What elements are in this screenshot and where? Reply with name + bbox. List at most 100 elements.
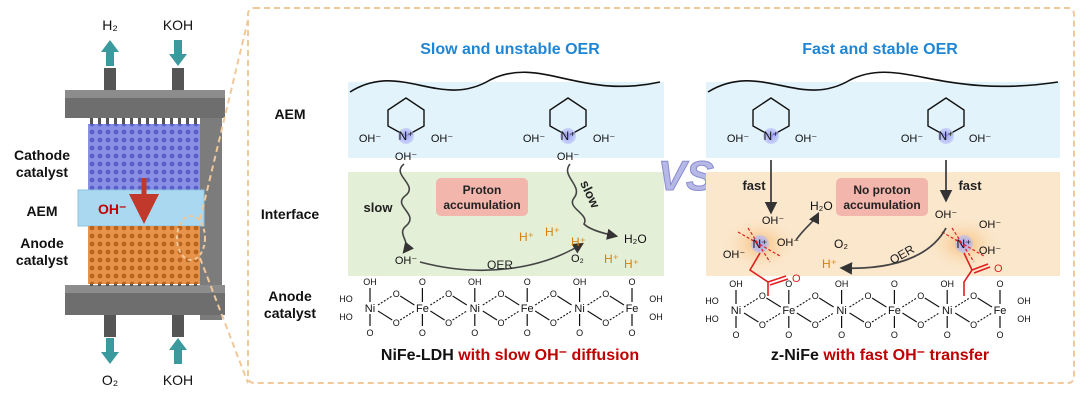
membrane-ion-label: OH⁻ [98, 201, 126, 217]
svg-text:OH⁻: OH⁻ [762, 215, 785, 227]
svg-text:O: O [497, 289, 504, 299]
left-panel-title: Slow and unstable OER [420, 41, 600, 58]
channel-tooth [178, 118, 181, 126]
cathode-label-line2: catalyst [16, 164, 68, 180]
svg-text:OH⁻: OH⁻ [979, 245, 1002, 257]
svg-text:O: O [524, 277, 531, 287]
right-o2: O₂ [834, 237, 848, 251]
iron-atom: Fe [782, 305, 795, 317]
channel-tooth [130, 118, 133, 126]
left-hplus-3: H⁺ [545, 225, 560, 239]
svg-text:O: O [497, 318, 504, 328]
left-ammonium-unit-1: N⁺ OH⁻ OH⁻ OH⁻ [359, 97, 454, 163]
svg-text:OH: OH [835, 279, 849, 289]
svg-text:O: O [602, 318, 609, 328]
svg-text:Proton: Proton [463, 183, 502, 197]
svg-text:O: O [812, 320, 819, 330]
bottom-left-label: O₂ [102, 372, 118, 388]
svg-text:HO: HO [705, 296, 719, 306]
right-h2o: H₂O [810, 199, 833, 213]
device-aem-label: AEM [26, 203, 57, 219]
svg-text:No proton: No proton [853, 183, 910, 197]
nickel-atom: Ni [836, 305, 846, 317]
svg-text:O: O [524, 328, 531, 338]
right-hplus: H⁺ [822, 257, 837, 271]
nickel-atom: Ni [942, 305, 952, 317]
left-oer-arrow [419, 242, 584, 272]
left-aem-band [348, 82, 664, 158]
svg-text:O: O [445, 289, 452, 299]
right-water-arrow [795, 211, 820, 241]
iron-atom: Fe [521, 303, 534, 315]
iron-atom: Fe [888, 305, 901, 317]
anode-label-line2: catalyst [16, 252, 68, 268]
svg-text:O: O [419, 277, 426, 287]
svg-text:HO: HO [339, 294, 353, 304]
svg-text:O: O [445, 318, 452, 328]
svg-text:O: O [994, 263, 1003, 275]
svg-text:OH⁻: OH⁻ [395, 151, 418, 163]
svg-text:OH⁻: OH⁻ [523, 133, 546, 145]
right-proton-box [836, 178, 928, 216]
left-ammonium-unit-2: N⁺ OH⁻ OH⁻ OH⁻ [523, 97, 615, 163]
svg-text:HO: HO [705, 314, 719, 324]
svg-text:O: O [471, 328, 478, 338]
svg-text:O: O [550, 289, 557, 299]
right-aem-band [706, 82, 1060, 158]
pipe-bottom-right [172, 315, 184, 337]
svg-text:O: O [996, 279, 1003, 289]
nickel-atom: Ni [574, 303, 584, 315]
arrow-down-icon [101, 338, 119, 364]
pipe-bottom-left [104, 315, 116, 337]
bottom-right-label: KOH [163, 372, 193, 388]
arrow-up-icon [169, 338, 187, 364]
svg-text:O: O [996, 330, 1003, 340]
nickel-atom: Ni [365, 303, 375, 315]
svg-text:OH⁻: OH⁻ [557, 151, 580, 163]
arrow-up-icon [101, 40, 119, 66]
svg-text:O: O [917, 320, 924, 330]
svg-text:accumulation: accumulation [443, 198, 520, 212]
left-slow-label-1: slow [364, 200, 394, 215]
left-slow-path-1 [399, 163, 414, 254]
svg-text:OH: OH [573, 277, 587, 287]
left-ldh-chain: NiOHOOOFeOOOONiOHOOOFeOOOONiOHOOOFeOOHOH… [339, 277, 663, 338]
row-label-interface: Interface [261, 206, 320, 222]
left-oh-species: OH⁻ [395, 255, 418, 267]
svg-text:OH: OH [649, 294, 663, 304]
svg-text:O: O [944, 330, 951, 340]
svg-text:OH: OH [1017, 314, 1031, 324]
left-o2: O₂ [571, 253, 584, 265]
svg-text:OH⁻: OH⁻ [777, 237, 800, 249]
right-polymer-backbone [707, 71, 1059, 93]
membrane [77, 189, 205, 227]
left-hplus-5: H⁺ [624, 257, 639, 271]
flow-channels-top [90, 118, 197, 126]
zoom-panel-border [247, 7, 1075, 384]
iron-atom: Fe [994, 305, 1007, 317]
zoom-line-top [199, 19, 249, 221]
svg-text:O: O [917, 291, 924, 301]
svg-text:O: O [419, 328, 426, 338]
svg-text:OH⁻: OH⁻ [723, 249, 746, 261]
svg-text:O: O [785, 279, 792, 289]
svg-text:O: O [785, 330, 792, 340]
nickel-atom: Ni [470, 303, 480, 315]
right-ldh-chain: NiOHOOOFeOOOONiOHOOOFeOOOONiOHOOOFeOOHOH… [705, 279, 1031, 340]
iron-atom: Fe [416, 303, 429, 315]
right-ammonium-unit-1: N⁺ OH⁻ OH⁻ [727, 97, 817, 145]
zoom-circle [176, 215, 206, 261]
svg-text:O: O [864, 320, 871, 330]
svg-text:O: O [970, 291, 977, 301]
svg-text:OH⁻: OH⁻ [431, 133, 454, 145]
left-oer-label: OER [487, 258, 513, 272]
svg-text:O: O [393, 318, 400, 328]
iron-atom: Fe [626, 303, 639, 315]
channel-tooth [170, 118, 173, 126]
svg-text:O: O [576, 328, 583, 338]
svg-text:OH⁻: OH⁻ [969, 133, 992, 145]
channel-tooth [90, 118, 93, 126]
svg-text:OH: OH [1017, 296, 1031, 306]
svg-text:OH: OH [649, 312, 663, 322]
anode-mesh [88, 226, 200, 284]
